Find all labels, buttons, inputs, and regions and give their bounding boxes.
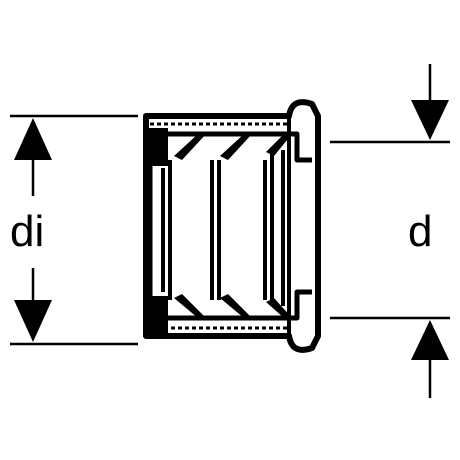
end-blocks	[146, 128, 168, 336]
end-block-bottom	[146, 296, 168, 336]
d-arrow-down-icon	[411, 100, 449, 140]
lip-top-3	[266, 134, 292, 156]
d-label: d	[408, 207, 432, 256]
lip-bottom-3	[266, 298, 292, 318]
d-arrow-up-icon	[411, 320, 449, 360]
fitting-body	[143, 99, 321, 353]
lip-top-2	[220, 134, 252, 160]
dimension-d	[330, 64, 450, 398]
sealing-lips-top	[174, 134, 292, 160]
lip-bottom-1	[174, 294, 206, 318]
di-arrow-up-icon	[14, 118, 52, 160]
di-arrow-down-icon	[14, 300, 52, 342]
sealing-lips-bottom	[174, 294, 292, 318]
fitting-outline	[143, 99, 321, 353]
di-label: di	[10, 207, 44, 256]
lip-bottom-2	[220, 294, 252, 318]
end-block-top	[146, 128, 168, 166]
dimension-di	[10, 114, 138, 346]
seal-rings	[161, 150, 285, 306]
lip-top-1	[174, 134, 206, 160]
